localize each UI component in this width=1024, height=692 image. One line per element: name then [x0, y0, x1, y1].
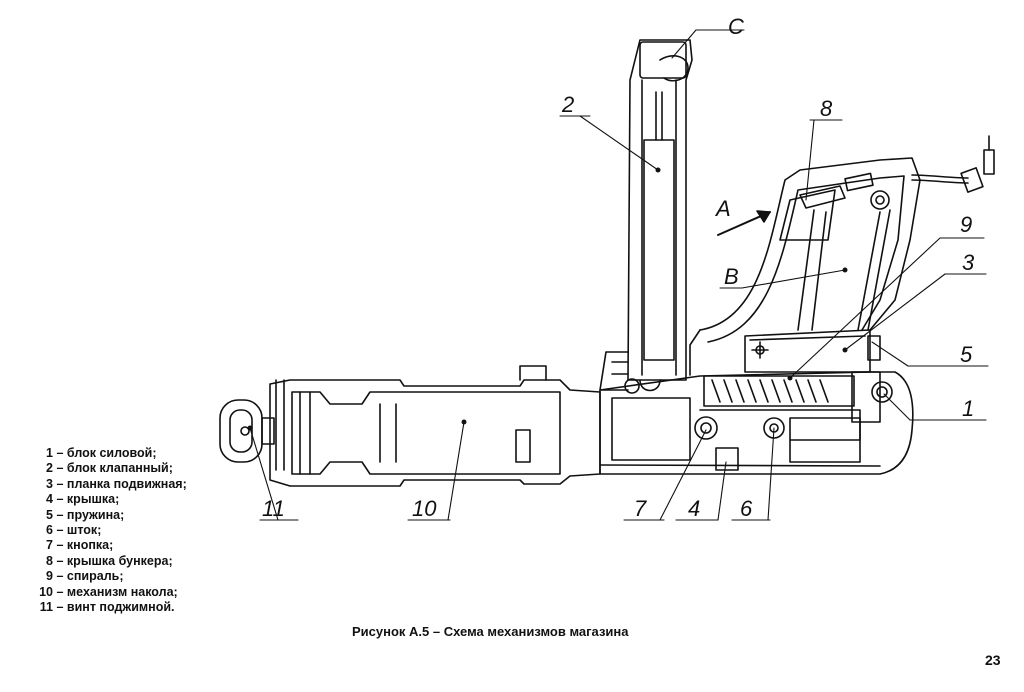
callout-10: 10 [412, 496, 437, 521]
callout-a: A [714, 196, 731, 221]
clamp-screw [219, 399, 275, 463]
legend-item: 7 – кнопка; [46, 538, 114, 553]
power-block-housing [599, 335, 914, 475]
callout-3: 3 [962, 250, 975, 275]
legend-item: 1 – блок силовой; [46, 446, 157, 460]
leader-lines [249, 29, 989, 521]
figure-caption: Рисунок А.5 – Схема механизмов магазина [352, 624, 629, 639]
legend-item: 2 – блок клапанный; [46, 461, 173, 476]
legend-item: 6 – шток; [46, 523, 102, 538]
callout-5: 5 [960, 342, 973, 367]
view-arrow [717, 210, 771, 236]
piercing-mechanism [269, 365, 601, 487]
callout-4: 4 [688, 496, 700, 521]
legend-item: 9 – спираль; [46, 569, 124, 584]
callout-labels: C 2 8 A 9 3 B 5 1 11 10 7 4 6 [262, 14, 975, 521]
callout-1: 1 [962, 396, 974, 421]
callout-7: 7 [634, 496, 647, 521]
parts-legend: 1 – блок силовой; 2 – блок клапанный; 3 … [33, 446, 187, 615]
legend-item: 11 – винт поджимной. [39, 600, 175, 615]
legend-item: 8 – крышка бункера; [46, 553, 173, 568]
cable-connector [911, 135, 995, 193]
callout-c: C [728, 14, 744, 39]
callout-9: 9 [960, 212, 972, 237]
callout-11: 11 [262, 496, 285, 521]
callout-b: B [724, 264, 739, 289]
legend-item: 3 – планка подвижная; [46, 476, 187, 491]
callout-2: 2 [561, 92, 574, 117]
valve-block-tower [599, 39, 693, 394]
legend-item: 4 – крышка; [46, 492, 120, 507]
callout-6: 6 [740, 496, 753, 521]
legend-item: 5 – пружина; [46, 507, 125, 522]
page-number: 23 [985, 652, 1001, 668]
callout-8: 8 [820, 96, 833, 121]
legend-item: 10 – механизм накола; [39, 584, 178, 599]
